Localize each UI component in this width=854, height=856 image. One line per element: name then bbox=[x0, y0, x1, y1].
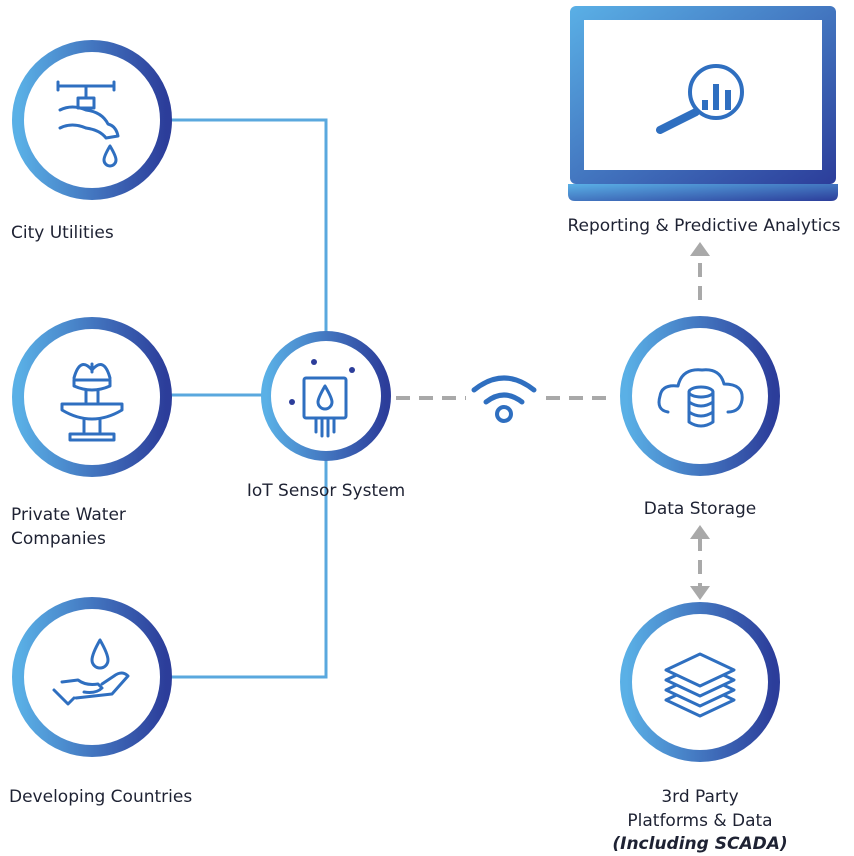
water-sensor-icon bbox=[302, 376, 348, 438]
arrow-down-third-party bbox=[690, 586, 710, 600]
fountain-icon bbox=[60, 362, 124, 442]
arrow-up-reporting bbox=[690, 242, 710, 256]
city-utilities-ring bbox=[12, 40, 172, 200]
developing-countries-label: Developing Countries bbox=[9, 787, 193, 807]
wifi-icon bbox=[471, 375, 537, 423]
arrow-up-storage bbox=[690, 525, 710, 539]
dashed-connectors bbox=[396, 258, 702, 586]
hand-water-drop-icon bbox=[52, 638, 130, 706]
private-water-ring bbox=[12, 317, 172, 477]
third-party-label-line2: Platforms & Data bbox=[627, 811, 773, 831]
data-storage-label: Data Storage bbox=[643, 499, 757, 519]
connector-lines bbox=[170, 118, 328, 679]
private-water-label-line2: Companies bbox=[11, 529, 106, 549]
iot-sensor-label: IoT Sensor System bbox=[246, 481, 406, 501]
city-utilities-label: City Utilities bbox=[11, 223, 114, 243]
iot-ring bbox=[261, 331, 391, 461]
connector-developing bbox=[170, 450, 328, 679]
developing-ring bbox=[12, 597, 172, 757]
layers-icon bbox=[664, 652, 736, 718]
cloud-database-icon bbox=[657, 368, 744, 428]
connector-city-utilities bbox=[170, 118, 328, 340]
private-water-label-line1: Private Water bbox=[11, 505, 126, 525]
laptop bbox=[568, 6, 838, 201]
magnifier-chart-icon bbox=[656, 64, 744, 134]
faucet-icon bbox=[56, 80, 120, 168]
arrowheads bbox=[690, 242, 710, 600]
sensor-dots bbox=[289, 359, 355, 405]
third-party-label-line1: 3rd Party bbox=[661, 787, 739, 807]
reporting-analytics-label: Reporting & Predictive Analytics bbox=[567, 216, 841, 236]
laptop-screen bbox=[584, 20, 822, 170]
laptop-base bbox=[568, 184, 838, 201]
third-party-note: (Including SCADA) bbox=[612, 834, 788, 854]
